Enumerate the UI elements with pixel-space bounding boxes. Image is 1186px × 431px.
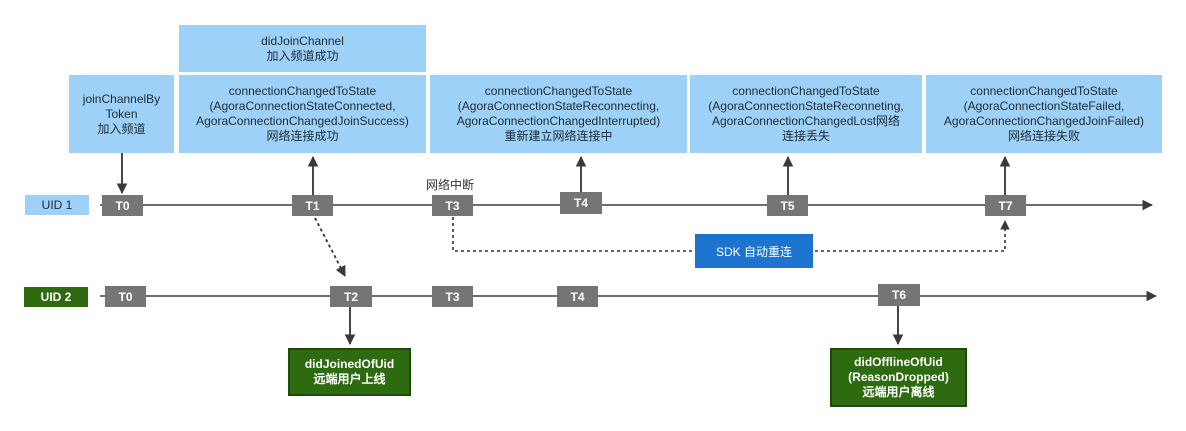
did-join-channel-box: didJoinChannel 加入频道成功: [179, 25, 426, 72]
uid2-tick-t6: T6: [878, 284, 920, 306]
join-channel-by-token-box: joinChannelBy Token 加入频道: [69, 75, 174, 153]
uid1-tick-t4: T4: [560, 192, 602, 214]
connected-state-box: connectionChangedToState (AgoraConnectio…: [179, 75, 426, 153]
uid2-tick-t0: T0: [105, 286, 146, 307]
sdk-auto-reconnect-label: SDK 自动重连: [695, 234, 813, 268]
lost-line-2: (AgoraConnectionStateReconneting,: [708, 99, 904, 113]
uid1-tick-t5: T5: [767, 195, 808, 216]
reconnecting-line-2: (AgoraConnectionStateReconnecting,: [457, 99, 660, 113]
did-offline-of-uid-box: didOfflineOfUid (ReasonDropped) 远端用户离线: [830, 348, 967, 407]
reconnecting-line-3: AgoraConnectionChangedInterrupted): [456, 114, 661, 128]
uid1-tick-t1: T1: [292, 195, 333, 216]
connected-line-4: 网络连接成功: [266, 129, 339, 143]
join-box-line-3: 加入频道: [97, 121, 146, 136]
arrow-t1-to-t2: [314, 217, 346, 277]
did-offline-line-1: didOfflineOfUid: [854, 355, 943, 369]
uid1-label: UID 1: [25, 195, 89, 215]
did-joined-line-1: didJoinedOfUid: [304, 357, 395, 371]
reconnecting-line-1: connectionChangedToState: [484, 84, 633, 98]
uid2-tick-t4: T4: [557, 286, 598, 307]
join-box-line-2: Token: [105, 106, 138, 121]
did-offline-line-2: (ReasonDropped): [848, 370, 949, 384]
uid1-tick-t0: T0: [102, 195, 143, 216]
connected-line-1: connectionChangedToState: [228, 84, 377, 98]
lost-state-box: connectionChangedToState (AgoraConnectio…: [690, 75, 922, 153]
did-joined-line-2: 远端用户上线: [313, 372, 386, 386]
uid2-tick-t3: T3: [432, 286, 473, 307]
uid2-tick-t2: T2: [330, 286, 372, 307]
did-joined-of-uid-box: didJoinedOfUid 远端用户上线: [288, 348, 411, 396]
failed-line-2: (AgoraConnectionStateFailed,: [963, 99, 1125, 113]
lost-line-1: connectionChangedToState: [732, 84, 880, 98]
uid2-label: UID 2: [24, 287, 88, 307]
failed-state-box: connectionChangedToState (AgoraConnectio…: [926, 75, 1162, 153]
network-interrupt-note: 网络中断: [426, 178, 475, 192]
did-offline-line-3: 远端用户离线: [862, 385, 935, 399]
connected-line-3: AgoraConnectionChangedJoinSuccess): [196, 114, 409, 128]
did-join-channel-line-1: didJoinChannel: [261, 33, 344, 48]
lost-line-3: AgoraConnectionChangedLost网络: [711, 114, 901, 128]
reconnecting-state-box: connectionChangedToState (AgoraConnectio…: [430, 75, 687, 153]
lost-line-4: 连接丢失: [781, 129, 830, 143]
failed-line-1: connectionChangedToState: [970, 84, 1118, 98]
did-join-channel-line-2: 加入频道成功: [266, 48, 339, 63]
reconnect-bracket: [452, 217, 1010, 252]
uid1-tick-t7: T7: [985, 195, 1026, 216]
uid1-tick-t3: T3: [432, 195, 473, 216]
join-box-line-1: joinChannelBy: [82, 91, 161, 106]
failed-line-3: AgoraConnectionChangedJoinFailed): [943, 114, 1145, 128]
connected-line-2: (AgoraConnectionStateConnected,: [209, 99, 396, 113]
reconnecting-line-4: 重新建立网络连接中: [504, 129, 613, 143]
failed-line-4: 网络连接失败: [1007, 129, 1080, 143]
